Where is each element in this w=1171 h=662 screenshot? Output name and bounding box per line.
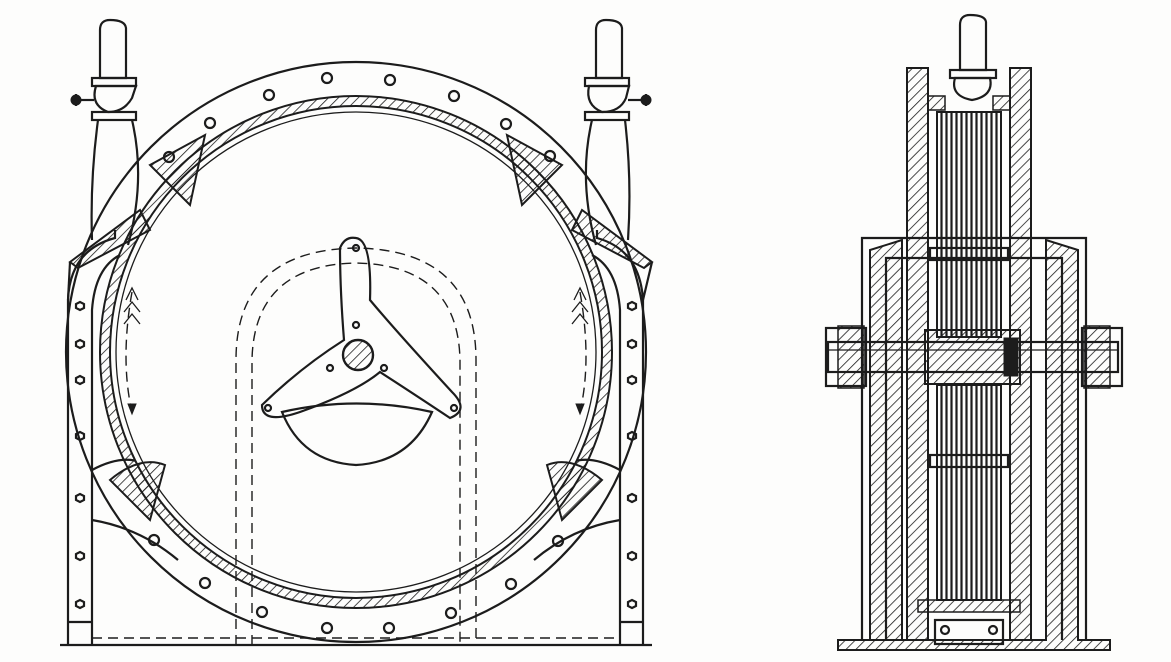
disc-stack <box>928 111 1010 601</box>
pedestal-outline <box>92 247 620 645</box>
rotor-disc <box>260 236 462 467</box>
front-section-view <box>60 18 654 647</box>
inlet-valve-top <box>948 13 998 102</box>
flange-bolts <box>74 300 638 610</box>
bearing-housing <box>824 236 1124 651</box>
inlet-valve-right <box>570 18 654 301</box>
side-section-view <box>824 13 1124 651</box>
flow-arrow-left <box>123 286 141 416</box>
inlet-valve-left <box>66 18 152 301</box>
shaft-hub <box>341 338 375 372</box>
shaft <box>826 329 1120 385</box>
ring-bolts <box>147 71 565 635</box>
flow-arrow-right <box>571 286 589 416</box>
